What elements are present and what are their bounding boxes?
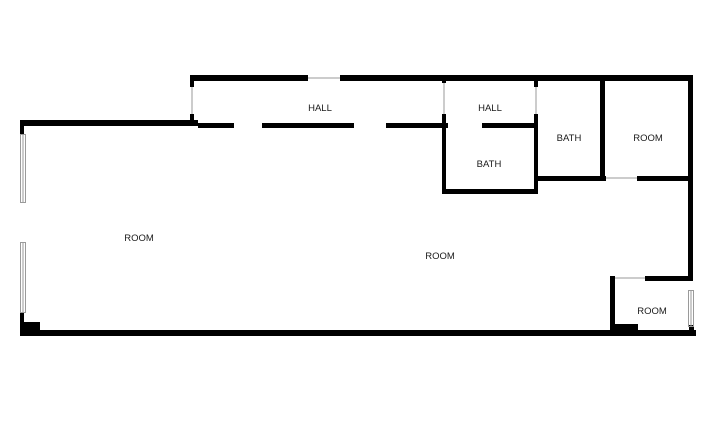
room-label-hall-2: HALL	[478, 103, 502, 114]
room-label-room-left: ROOM	[124, 233, 154, 244]
wall	[386, 123, 448, 128]
room-labels: HALL HALL BATH ROOM BATH ROOM ROOM ROOM	[124, 103, 667, 317]
wall	[190, 75, 194, 87]
wall	[610, 276, 615, 334]
wall	[340, 75, 693, 81]
room-label-bath-1: BATH	[557, 133, 582, 144]
room-label-bath-2: BATH	[477, 159, 502, 170]
wall	[600, 75, 605, 181]
wall	[20, 120, 198, 126]
walls	[20, 75, 696, 336]
wall	[190, 75, 308, 81]
wall	[534, 176, 606, 181]
windows	[20, 77, 694, 327]
wall	[610, 324, 638, 334]
wall	[198, 123, 234, 128]
wall	[534, 75, 538, 87]
room-label-room-main: ROOM	[425, 251, 455, 262]
wall	[645, 276, 693, 281]
room-label-hall-1: HALL	[308, 103, 332, 114]
wall	[20, 330, 696, 336]
wall	[262, 123, 354, 128]
wall	[442, 114, 446, 194]
wall	[442, 189, 538, 194]
wall	[534, 114, 538, 194]
wall	[20, 120, 24, 134]
room-label-room-bottom-right: ROOM	[637, 306, 667, 317]
room-label-room-top-right: ROOM	[633, 133, 663, 144]
wall	[637, 176, 691, 181]
wall	[689, 325, 694, 335]
wall	[482, 123, 538, 128]
wall	[442, 75, 446, 83]
